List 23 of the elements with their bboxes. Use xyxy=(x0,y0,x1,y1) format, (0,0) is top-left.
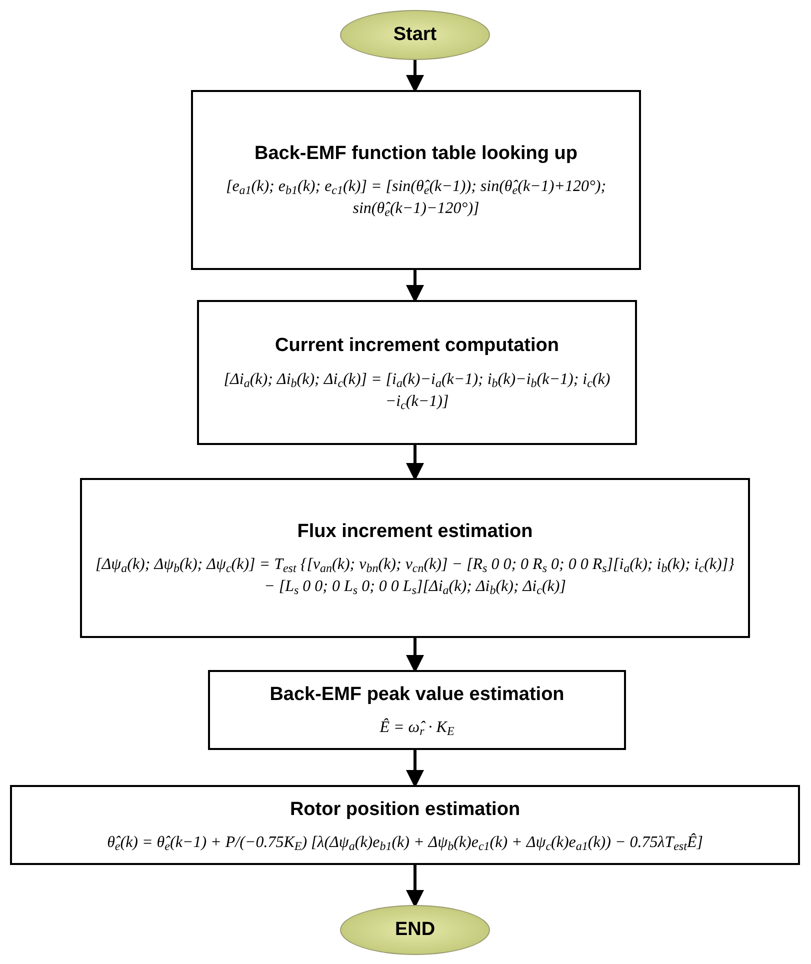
equation: θ̂$_{e}$(k) = θ̂$_{e}$(k−1) + P/(−0.75K$_{E}$) [λ(Δψ$_{a}$(k)e$_{b1}$(k) + Δψ$_{b}$(k)e$_{c1}$(k) + Δψ$_{c}$(k)e$_{a1}$(k)) − 0.75λT$_{est}$Ê] xyxy=(107,832,703,854)
process-box xyxy=(10,785,800,865)
equation: Ê = ω̂$_{r}$ · K$_{E}$ xyxy=(380,717,454,740)
arrow xyxy=(406,270,424,303)
arrow xyxy=(406,60,424,93)
process-box xyxy=(208,670,626,750)
arrow xyxy=(406,638,424,673)
step-heading: Rotor position estimation xyxy=(290,798,520,822)
step-heading: Back-EMF function table looking up xyxy=(254,142,578,166)
process-box xyxy=(191,90,641,270)
process-box xyxy=(80,478,750,638)
step-heading: Back-EMF peak value estimation xyxy=(270,682,564,707)
equation: [Δi$_{a}$(k); Δi$_{b}$(k); Δi$_{c}$(k)] = [i$_{a}$(k)−i$_{a}$(k−1); i$_{b}$(k)−i$_{b}$(k−1); i$_{c}$(k)−i$_{c}$(k−1)] xyxy=(222,370,612,413)
process-box xyxy=(197,300,637,445)
equation: [Δψ$_{a}$(k); Δψ$_{b}$(k); Δψ$_{c}$(k)] = T$_{est}$ {[v$_{an}$(k); v$_{bn}$(k); v$_{cn}$(k)] − [R$_{s}$ 0 0; 0 R$_{s}$ 0; 0 0 R$_{s}$][i$_{a}$(k); i$_{b}$(k); i$_{c}$(k)]} − [L$_{s}$ 0 0; 0 L$_{s}$ 0; 0 0 L$_{s}$][Δi$_{a}$(k); Δi$_{b}$(k); Δi$_{c}$(k)] xyxy=(94,555,736,598)
arrow xyxy=(406,865,424,908)
equation: [e$_{a1}$(k); e$_{b1}$(k); e$_{c1}$(k)] = [sin(θ̂$_{e}$(k−1)); sin(θ̂$_{e}$(k−1)+120°); sin(θ̂$_{e}$(k−1)−120°)] xyxy=(224,177,608,220)
arrow xyxy=(406,445,424,481)
terminal-label: END xyxy=(394,918,436,942)
arrow xyxy=(406,750,424,788)
terminal-label: Start xyxy=(393,22,437,47)
step-heading: Current increment computation xyxy=(275,334,559,358)
step-heading: Flux increment estimation xyxy=(297,520,533,544)
